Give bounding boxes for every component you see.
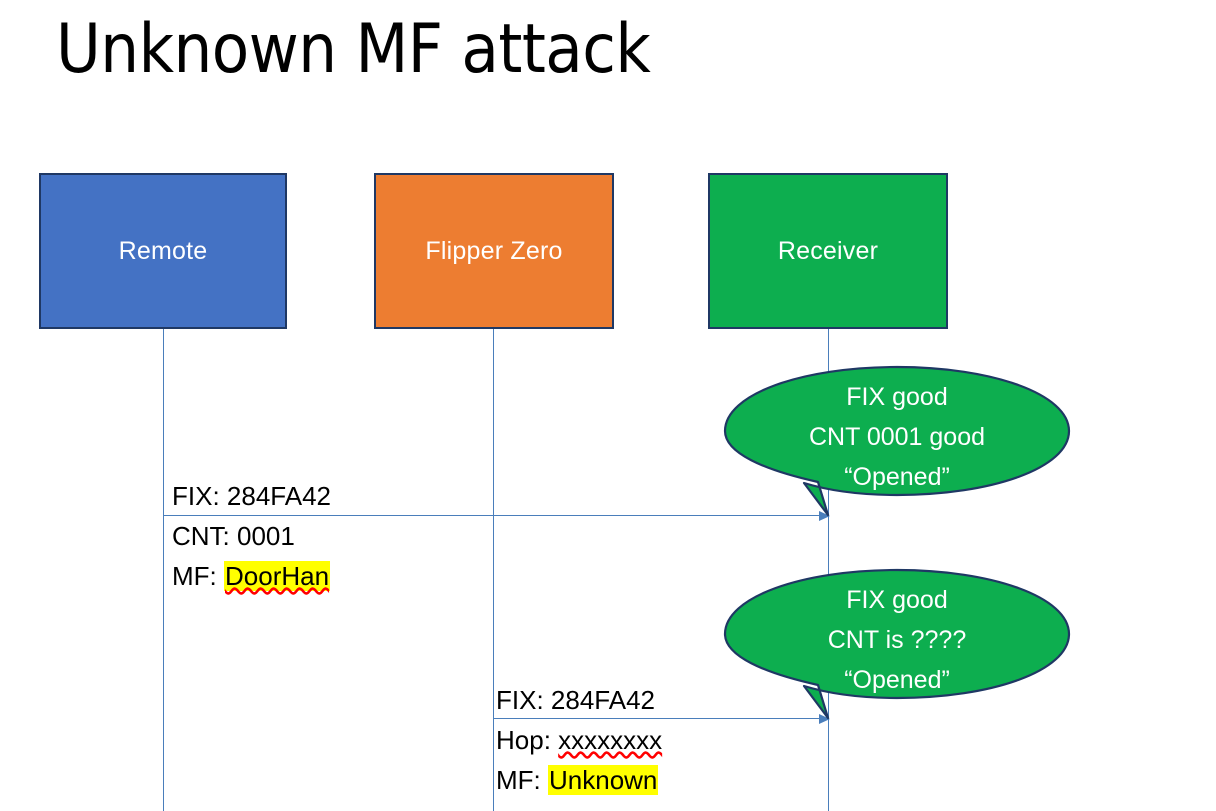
actor-label-flipper-zero: Flipper Zero: [425, 236, 563, 265]
message-line-value-highlighted: DoorHan: [224, 561, 331, 591]
message-line-prefix: FIX:: [496, 685, 551, 715]
arrow-head-icon: [819, 511, 830, 521]
message-label-flipper: FIX: 284FA42 Hop: xxxxxxxx MF: Unknown: [496, 680, 662, 800]
message-line: CNT: 0001: [172, 516, 331, 556]
message-arrow-remote-to-receiver[interactable]: [163, 511, 830, 521]
message-line: MF: Unknown: [496, 760, 662, 800]
page-title: Unknown MF attack: [56, 10, 651, 89]
message-line-value: 284FA42: [550, 685, 655, 715]
actor-label-remote: Remote: [118, 236, 208, 265]
actor-box-flipper-zero[interactable]: Flipper Zero: [374, 173, 614, 329]
callout-bubble-receiver-first[interactable]: FIX good CNT 0001 good “Opened”: [722, 365, 1072, 517]
message-line: MF: DoorHan: [172, 556, 331, 596]
message-line: FIX: 284FA42: [172, 476, 331, 516]
message-line: Hop: xxxxxxxx: [496, 720, 662, 760]
message-label-remote: FIX: 284FA42 CNT: 0001 MF: DoorHan: [172, 476, 331, 596]
message-line-value: 284FA42: [226, 481, 331, 511]
actor-label-receiver: Receiver: [777, 236, 879, 265]
message-line-prefix: FIX:: [172, 481, 227, 511]
callout-shape-icon: [723, 568, 1071, 720]
message-line-value-highlighted: Unknown: [548, 765, 659, 795]
arrow-head-icon: [819, 714, 830, 724]
message-line-value: 0001: [237, 521, 295, 551]
message-arrow-flipper-to-receiver[interactable]: [493, 714, 830, 724]
actor-box-receiver[interactable]: Receiver: [708, 173, 948, 329]
lifeline-receiver: [828, 329, 829, 811]
lifeline-flipper: [493, 329, 494, 811]
message-line-prefix: CNT:: [172, 521, 237, 551]
message-line-prefix: MF:: [172, 561, 224, 591]
message-line: FIX: 284FA42: [496, 680, 662, 720]
actor-box-remote[interactable]: Remote: [39, 173, 287, 329]
message-line-prefix: MF:: [496, 765, 548, 795]
lifeline-remote: [163, 329, 164, 811]
message-line-value-spellchecked: xxxxxxxx: [558, 725, 663, 755]
message-line-prefix: Hop:: [496, 725, 559, 755]
callout-bubble-receiver-second[interactable]: FIX good CNT is ???? “Opened”: [722, 568, 1072, 720]
callout-shape-icon: [723, 365, 1071, 517]
